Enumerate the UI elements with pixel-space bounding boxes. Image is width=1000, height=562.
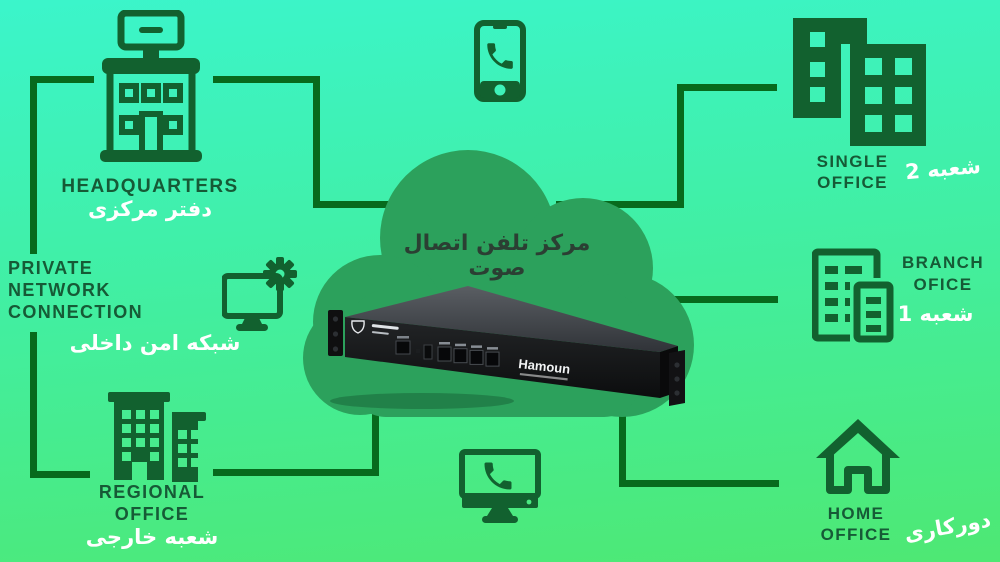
- connector-hq-to-cloud-h: [313, 201, 440, 208]
- branch-office-label-line1: BRANCH: [901, 253, 985, 272]
- device-ports: [395, 336, 500, 367]
- phone-handset-glyph: [484, 462, 512, 490]
- connector-regional-to-cloud-v: [372, 392, 379, 476]
- connector-single-office-to-cloud-h: [556, 201, 684, 208]
- connector-hq-right-h: [213, 76, 320, 83]
- connector-branch-office-h: [608, 296, 778, 303]
- single-office-label-line2: OFFICE: [817, 173, 888, 192]
- home-office-label-fa: دورکاری: [902, 507, 993, 547]
- brand-script-mark: [371, 324, 399, 330]
- connector-left-vertical-bottom: [30, 332, 37, 478]
- headquarters-label-fa: دفتر مرکزی: [87, 197, 213, 221]
- connector-single-office-v: [677, 84, 684, 208]
- gear-icon: [263, 257, 297, 291]
- device-front-face: [345, 317, 660, 398]
- connector-regional-left-h: [30, 471, 90, 478]
- connector-left-vertical-top: [30, 76, 37, 254]
- brand-shield-icon: [351, 320, 365, 334]
- device-brand-subline: [519, 373, 568, 381]
- regional-office-label-fa: شعبه خارجی: [85, 525, 219, 549]
- regional-office-label-line2: OFFICE: [114, 504, 190, 524]
- monitor-call-icon: [459, 449, 541, 523]
- home-office-label-line2: OFFICE: [820, 525, 892, 544]
- device-brand-label: Hamoun: [518, 356, 571, 377]
- device-top-face: [345, 286, 678, 352]
- branch-office-label-fa: شعبه 1: [897, 302, 974, 326]
- phone-handset-glyph: [487, 43, 513, 69]
- pbx-device: Hamoun: [328, 286, 685, 409]
- connector-home-office-h: [619, 480, 779, 487]
- monitor-gear-icon: [222, 257, 297, 331]
- single-office-label-line1: SINGLE: [816, 152, 889, 171]
- connector-hq-to-cloud-v: [313, 76, 320, 208]
- home-office-label-line1: HOME: [827, 504, 885, 523]
- private-network-label-line1: PRIVATE: [8, 258, 94, 278]
- home-icon: [816, 419, 900, 494]
- cloud-label: مرکز تلفن اتصال صوت: [403, 231, 591, 281]
- single-office-building-icon: [793, 18, 926, 146]
- connector-home-office-v: [619, 392, 626, 487]
- connector-single-office-h: [677, 84, 777, 91]
- single-office-label-fa: شعبه 2: [904, 153, 982, 185]
- private-network-label-fa: شبکه امن داخلی: [69, 331, 241, 355]
- private-network-label-line3: CONNECTION: [8, 302, 143, 322]
- device-shadow: [330, 393, 514, 409]
- private-network-label-line2: NETWORK: [8, 280, 111, 300]
- connector-hq-left-h: [30, 76, 94, 83]
- regional-office-label-line1: REGIONAL: [98, 482, 206, 502]
- branch-office-building-icon: [812, 248, 894, 343]
- regional-office-building-icon: [108, 392, 206, 482]
- branch-office-label-line2: OFICE: [913, 275, 973, 294]
- hq-building-icon: [100, 10, 202, 162]
- headquarters-label: HEADQUARTERS: [61, 176, 239, 197]
- connector-regional-to-cloud-h: [213, 469, 379, 476]
- smartphone-call-icon: [474, 20, 526, 102]
